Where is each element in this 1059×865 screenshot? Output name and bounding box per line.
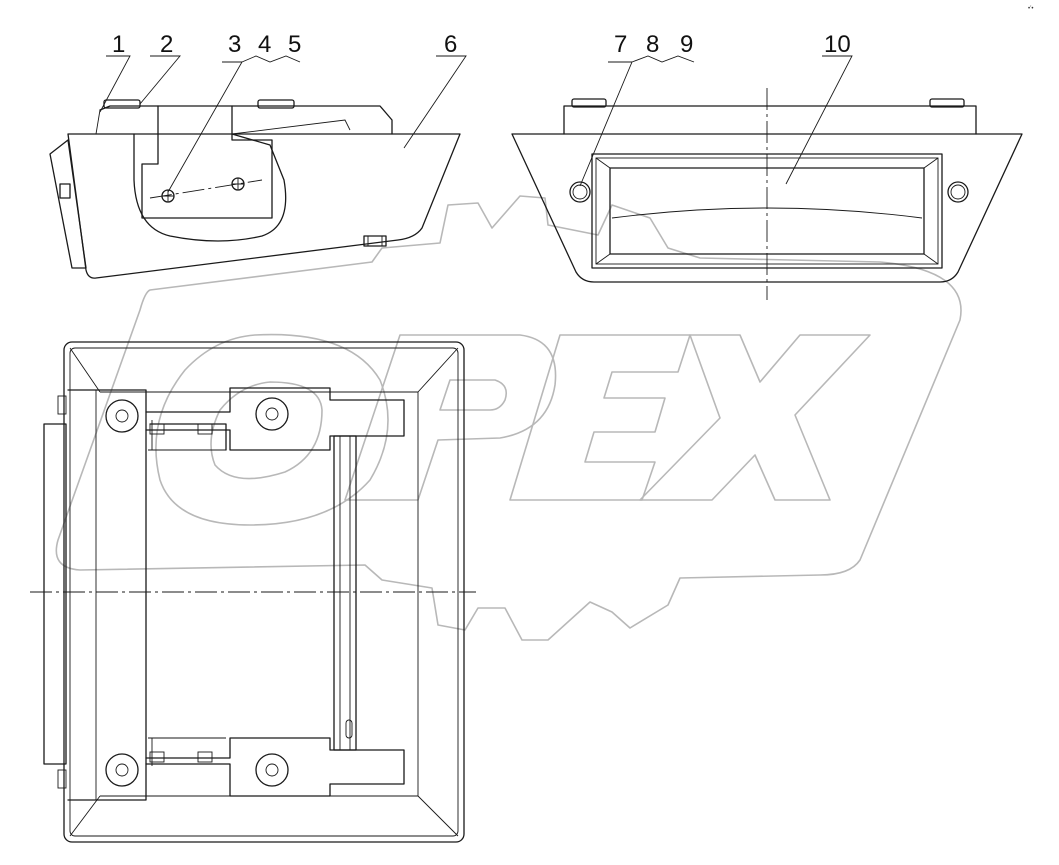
callout-10: 10: [824, 31, 851, 58]
callout-3: 3: [228, 31, 241, 58]
top-bracket-lower: [145, 737, 405, 797]
side-knob: [59, 183, 71, 199]
bolt-icon: [105, 399, 139, 433]
watermark-letter-x: [639, 334, 871, 501]
side-view-body: [67, 133, 461, 279]
corner-mark: •’•: [1028, 6, 1034, 12]
front-view-body: [511, 133, 1023, 283]
opex-watermark: [55, 195, 962, 641]
side-bracket-cutout: [133, 133, 287, 242]
bolt-icon: [255, 397, 289, 431]
bolt-icon: [947, 181, 969, 203]
bolt-icon: [105, 753, 139, 787]
callout-labels: 1 2 3 4 5 6 7 8 9 10: [112, 31, 851, 58]
callout-5: 5: [288, 31, 301, 58]
top-main-plate: [67, 389, 147, 801]
side-bottom-nut: [363, 235, 387, 247]
side-hinge-tab-2: [257, 99, 295, 109]
front-view-lid: [563, 105, 977, 135]
top-view: [30, 341, 476, 843]
side-door-panel: [49, 139, 87, 269]
top-vertical-rail: [333, 435, 357, 751]
callout-6: 6: [444, 31, 457, 58]
callout-8: 8: [646, 31, 659, 58]
bolt-icon: [255, 753, 289, 787]
leader-lines: [99, 55, 853, 193]
watermark-gear-outline: [55, 195, 962, 641]
callout-1: 1: [112, 31, 125, 58]
callout-4: 4: [258, 31, 271, 58]
screw-icon: [149, 423, 213, 763]
watermark-letter-e: [509, 334, 691, 501]
front-view: [511, 88, 1023, 300]
side-bracket: [141, 105, 273, 219]
callout-9: 9: [680, 31, 693, 58]
top-door-panel: [43, 423, 67, 765]
callout-7: 7: [614, 31, 627, 58]
screw-icon: [231, 177, 245, 191]
side-view: [49, 99, 461, 279]
side-view-lid: [99, 105, 393, 135]
top-bracket-upper: [145, 387, 405, 451]
watermark-letter-p: [344, 334, 557, 501]
watermark-letter-o: [155, 333, 389, 526]
callout-2: 2: [160, 31, 173, 58]
